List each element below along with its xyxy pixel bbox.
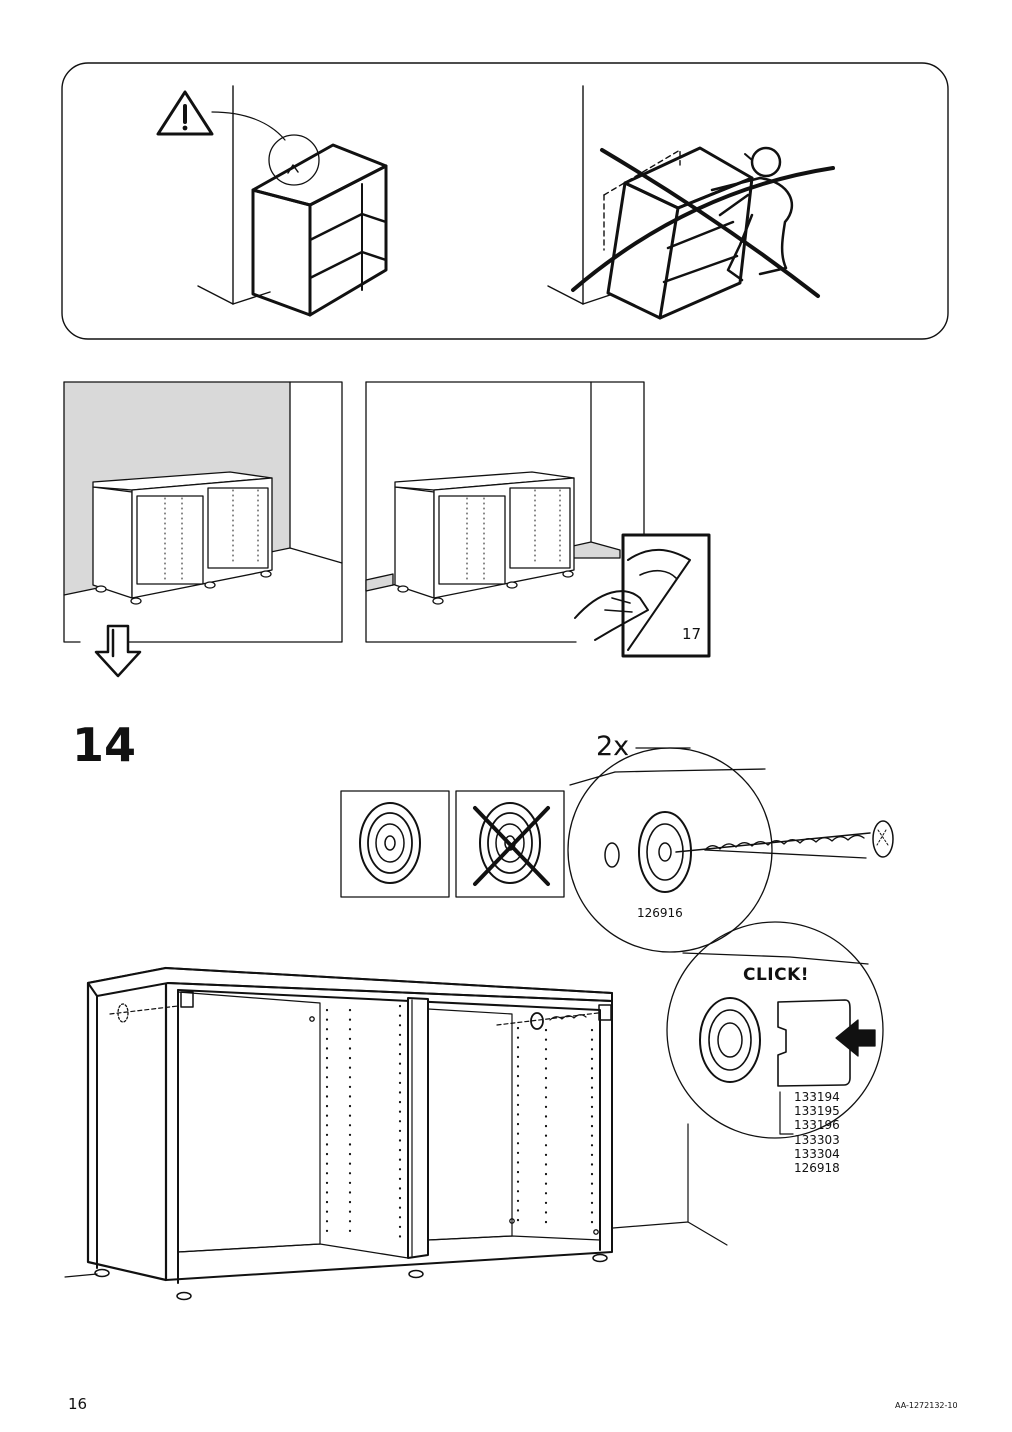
sticker-number: 17: [682, 625, 702, 643]
warning-triangle-icon: [156, 90, 214, 136]
room-panel-left: [63, 381, 343, 643]
down-arrow-icon: [94, 624, 142, 678]
article-number: 133303: [794, 1132, 840, 1147]
article-number: 133304: [794, 1146, 840, 1161]
room-panel-right: [365, 381, 711, 658]
step-number: 14: [72, 718, 137, 772]
cross-out-icon: [600, 148, 820, 298]
article-number-list: 133194 133195 133196 133303 133304 12691…: [794, 1090, 840, 1175]
click-label: CLICK!: [743, 965, 810, 985]
click-detail-circle: [666, 921, 884, 1139]
warning-panel-frame: [61, 62, 949, 340]
article-number: 133194: [794, 1090, 840, 1104]
article-number: 133195: [794, 1104, 840, 1119]
correct-usage-illustration: [156, 85, 388, 317]
article-number: 126918: [794, 1161, 840, 1176]
page-number: 16: [68, 1395, 88, 1413]
incorrect-usage-illustration: [547, 85, 835, 320]
detail-magnifier: [268, 134, 320, 186]
screw-part-code: 126916: [637, 906, 683, 920]
article-number: 133196: [794, 1118, 840, 1133]
option-correct: [340, 790, 450, 898]
document-code: AA-1272132-10: [895, 1401, 958, 1410]
quantity-label: 2x: [596, 731, 630, 762]
cabinet-assembly: [86, 966, 613, 1301]
push-arrow-icon: [835, 1019, 876, 1057]
screw-detail-circle: [567, 747, 894, 953]
option-incorrect: [455, 790, 565, 898]
